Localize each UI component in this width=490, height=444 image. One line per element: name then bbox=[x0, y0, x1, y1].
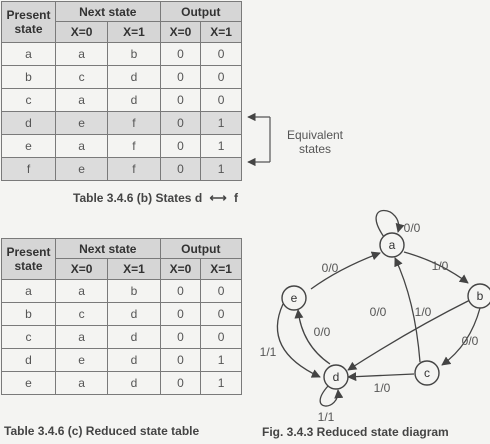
cell: e bbox=[1, 371, 56, 395]
label-c-d: 1/0 bbox=[374, 381, 391, 395]
header-next-state: Next state bbox=[55, 1, 161, 22]
cell: c bbox=[54, 65, 109, 89]
label-e-a: 0/0 bbox=[322, 261, 339, 275]
label-d-self: 1/1 bbox=[318, 410, 335, 424]
state-node-e: e bbox=[281, 285, 307, 311]
state-table-c: Present state Next state Output X=0 X=1 … bbox=[1, 238, 243, 395]
cell: 0 bbox=[159, 88, 202, 112]
subheader-x1-next: X=1 bbox=[107, 21, 161, 43]
edge-e-d bbox=[276, 303, 321, 378]
state-node-c: c bbox=[414, 360, 440, 386]
cell: f bbox=[107, 134, 161, 158]
subheader-x0-output: X=0 bbox=[159, 21, 202, 43]
header-present-state: Present state bbox=[1, 1, 56, 43]
table-b-caption-text: Table 3.4.6 (b) States d bbox=[73, 191, 203, 205]
svg-text:d: d bbox=[333, 370, 340, 384]
label-b-c: 0/0 bbox=[462, 334, 479, 348]
edge-b-c bbox=[441, 307, 481, 366]
edge-a-self bbox=[375, 210, 405, 238]
cell: b bbox=[107, 279, 161, 303]
header-output: Output bbox=[159, 1, 243, 22]
state-node-d: d bbox=[323, 364, 349, 390]
cell: d bbox=[107, 88, 161, 112]
label-a-b: 1/0 bbox=[432, 259, 449, 273]
table-c-caption: Table 3.4.6 (c) Reduced state table bbox=[4, 424, 200, 438]
cell: a bbox=[1, 279, 56, 303]
cell: 1 bbox=[200, 348, 242, 372]
edge-c-d bbox=[347, 372, 415, 382]
diagram-caption: Fig. 3.4.3 Reduced state diagram bbox=[262, 425, 449, 439]
cell: f bbox=[1, 157, 56, 181]
cell: e bbox=[54, 348, 109, 372]
edge-e-a bbox=[310, 251, 381, 290]
svg-text:a: a bbox=[389, 238, 396, 252]
table-b-caption-end: f bbox=[234, 191, 239, 205]
cell: 0 bbox=[200, 65, 242, 89]
header-present-state: Present state bbox=[1, 238, 56, 280]
cell: 1 bbox=[200, 371, 242, 395]
cell: 0 bbox=[200, 302, 242, 326]
cell: e bbox=[54, 111, 109, 135]
label-c-a: 0/0 bbox=[370, 305, 387, 319]
svg-text:b: b bbox=[477, 289, 484, 303]
cell: 0 bbox=[159, 157, 202, 181]
double-arrow-icon: ⟷ bbox=[209, 191, 227, 205]
cell: 0 bbox=[200, 88, 242, 112]
cell: b bbox=[1, 302, 56, 326]
cell: c bbox=[54, 302, 109, 326]
edge-d-self bbox=[319, 385, 344, 407]
label-e-d: 1/1 bbox=[260, 345, 277, 359]
cell: 1 bbox=[200, 111, 242, 135]
cell: a bbox=[54, 279, 109, 303]
cell: f bbox=[107, 157, 161, 181]
cell: 1 bbox=[200, 134, 242, 158]
subheader-x1-next: X=1 bbox=[107, 258, 161, 280]
cell: a bbox=[54, 325, 109, 349]
label-a-self: 0/0 bbox=[404, 221, 421, 235]
cell: 0 bbox=[200, 279, 242, 303]
equivalent-label-line2: states bbox=[299, 142, 331, 156]
cell: b bbox=[107, 42, 161, 66]
equivalent-label-line1: Equivalent bbox=[287, 128, 344, 142]
cell: d bbox=[107, 325, 161, 349]
subheader-x0-next: X=0 bbox=[54, 21, 109, 43]
subheader-x0-output: X=0 bbox=[159, 258, 202, 280]
cell: 1 bbox=[200, 157, 242, 181]
state-node-b: b bbox=[467, 283, 490, 309]
label-d-e: 0/0 bbox=[314, 325, 331, 339]
label-b-d: 1/0 bbox=[415, 305, 432, 319]
cell: 0 bbox=[200, 325, 242, 349]
svg-text:e: e bbox=[291, 291, 298, 305]
state-table-b: Present state Next state Output X=0 X=1 … bbox=[1, 1, 243, 181]
cell: d bbox=[107, 371, 161, 395]
edge-a-b bbox=[403, 251, 469, 284]
svg-text:c: c bbox=[424, 366, 430, 380]
table-b-caption: Table 3.4.6 (b) States d ⟷ f bbox=[73, 191, 238, 205]
header-next-state: Next state bbox=[55, 238, 161, 259]
subheader-x0-next: X=0 bbox=[54, 258, 109, 280]
cell: d bbox=[107, 348, 161, 372]
cell: 0 bbox=[159, 111, 202, 135]
edge-b-d bbox=[347, 299, 471, 371]
edge-c-a bbox=[394, 257, 421, 363]
equivalent-states-bracket bbox=[247, 112, 271, 167]
cell: e bbox=[1, 134, 56, 158]
edge-d-e bbox=[294, 309, 331, 365]
state-node-a: a bbox=[379, 232, 405, 258]
